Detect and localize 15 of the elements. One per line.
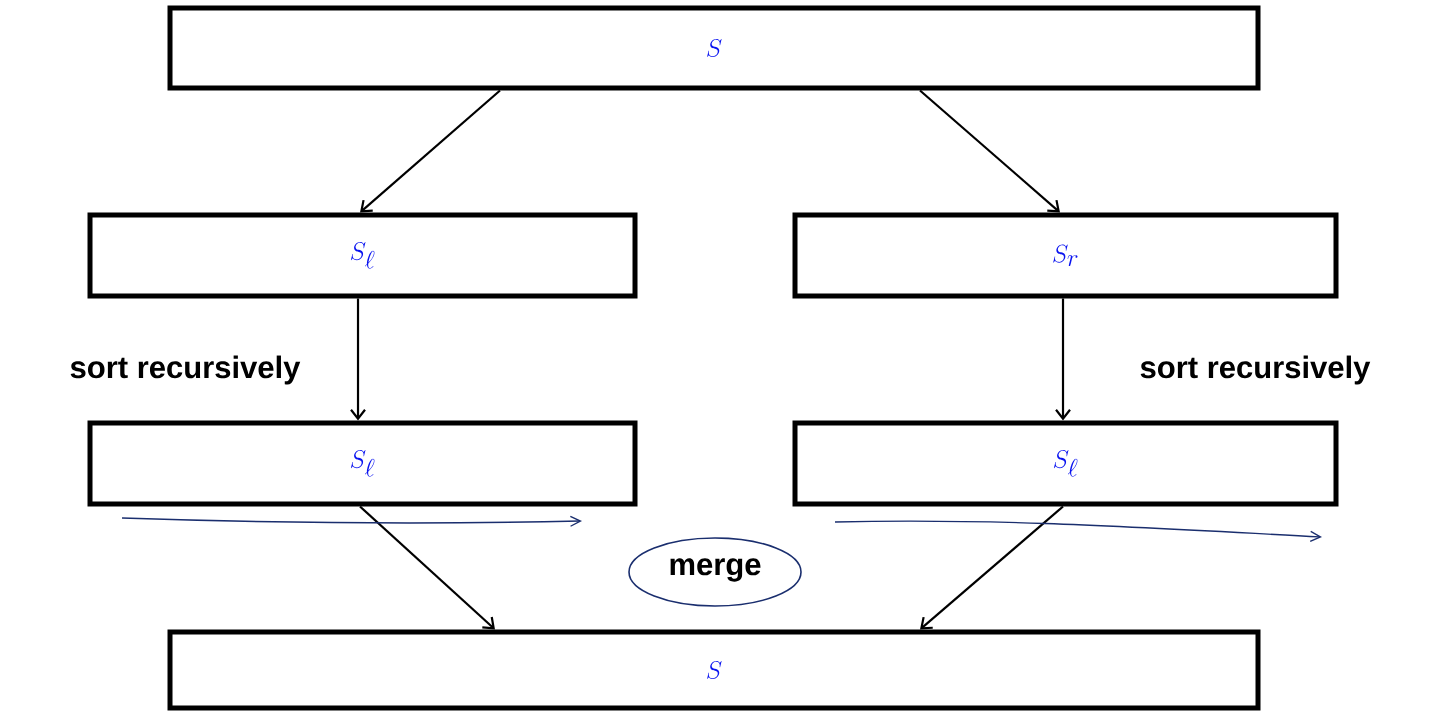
arrow <box>360 89 501 213</box>
arrow <box>1055 298 1071 421</box>
merge-label: merge <box>628 537 802 607</box>
process-box: $S_r$ <box>792 212 1339 299</box>
process-box: $S$ <box>167 5 1261 91</box>
process-box: $S_\ell$ <box>87 212 638 299</box>
process-box: $S_\ell$ <box>87 420 638 507</box>
process-box: $S_\ell$ <box>792 420 1339 507</box>
arrow <box>359 505 495 630</box>
edge-label: sort recursively <box>1138 354 1372 386</box>
process-box: $S$ <box>167 629 1261 711</box>
arrow <box>919 89 1060 213</box>
arrow <box>350 298 366 421</box>
arrow <box>920 505 1064 630</box>
edge-label: sort recursively <box>68 354 302 386</box>
